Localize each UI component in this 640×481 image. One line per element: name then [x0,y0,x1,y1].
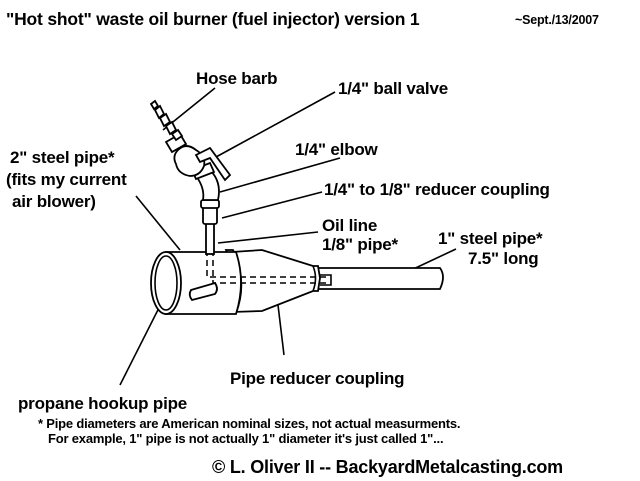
label-elbow: 1/4" elbow [295,140,378,159]
one-inch-steel-pipe [317,267,444,290]
diagram-title: "Hot shot" waste oil burner (fuel inject… [6,9,420,29]
leader-elbow [219,157,341,193]
footnote-line-2: For example, 1" pipe is not actually 1" … [48,431,444,446]
leader-oil-line [217,231,319,244]
leader-pipe-reducer [277,304,285,356]
two-inch-steel-pipe [150,251,242,315]
label-ball-valve: 1/4" ball valve [338,79,448,98]
label-2in-pipe-note-1: (fits my current [6,170,127,189]
label-propane: propane hookup pipe [18,394,188,413]
label-oil-line-size: 1/8" pipe* [322,235,398,254]
label-2in-pipe-note-2: air blower) [12,192,96,211]
diagram-date: ~Sept./13/2007 [515,13,599,27]
label-hose-barb: Hose barb [196,69,278,88]
copyright: © L. Oliver II -- BackyardMetalcasting.c… [212,457,563,477]
label-pipe-reducer: Pipe reducer coupling [230,369,405,388]
footnote-line-1: * Pipe diameters are American nominal si… [38,416,461,431]
label-1in-pipe: 1" steel pipe* [438,229,543,248]
leader-ball-valve [215,91,336,158]
label-2in-pipe: 2" steel pipe* [10,148,115,167]
oil-line-assembly [149,99,232,255]
leader-reducer-small [221,191,323,219]
label-oil-line: Oil line [322,216,378,235]
label-1in-pipe-length: 7.5" long [468,249,539,268]
leader-2in-pipe [135,195,181,251]
propane-hookup-pipe [188,281,218,302]
label-reducer-coupling-small: 1/4" to 1/8" reducer coupling [324,180,550,199]
